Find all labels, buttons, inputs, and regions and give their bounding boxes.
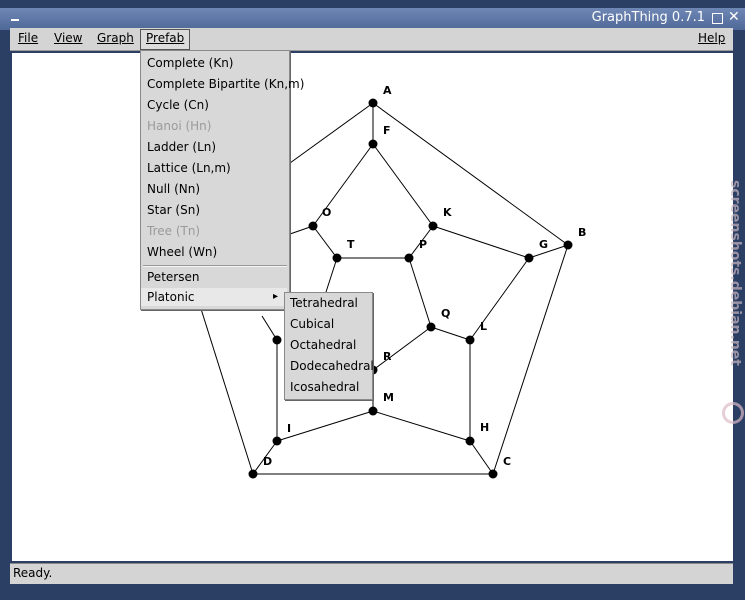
- menu-graph[interactable]: Graph: [92, 29, 139, 48]
- graph-vertices: [248, 98, 573, 479]
- menu-view[interactable]: View: [49, 29, 87, 48]
- vertex-label-r: R: [383, 350, 392, 363]
- menu-item-complete-bipartite[interactable]: Complete Bipartite (Kn,m): [147, 77, 305, 91]
- window-menu-button[interactable]: [10, 14, 20, 24]
- debian-swirl-icon: [722, 402, 744, 424]
- menu-item-star[interactable]: Star (Sn): [147, 203, 201, 217]
- menu-item-dodecahedral[interactable]: Dodecahedral: [290, 359, 374, 373]
- menu-item-platonic[interactable]: Platonic ▸: [141, 288, 287, 306]
- menu-bar: File View Graph Prefab Help: [10, 28, 733, 51]
- menu-item-complete[interactable]: Complete (Kn): [147, 56, 234, 70]
- vertex-label-l: L: [480, 320, 487, 333]
- menu-file[interactable]: File: [13, 29, 43, 48]
- menu-view-label: View: [54, 31, 83, 45]
- menu-help[interactable]: Help: [693, 29, 730, 48]
- vertex-label-k: K: [443, 206, 452, 219]
- vertex-labels: A B C D F G H I K L M O P Q R T: [263, 84, 586, 468]
- platonic-submenu: Tetrahedral Cubical Octahedral Dodecahed…: [284, 292, 374, 400]
- vertex-label-h: H: [480, 421, 489, 434]
- graph-drawing[interactable]: A B C D F G H I K L M O P Q R T: [12, 53, 733, 561]
- maximize-button[interactable]: [712, 13, 723, 24]
- vertex-label-b: B: [578, 226, 586, 239]
- window-title: GraphThing 0.7.1: [591, 10, 705, 25]
- menu-item-tetrahedral[interactable]: Tetrahedral: [290, 296, 358, 310]
- vertex-label-a: A: [383, 84, 392, 97]
- menu-item-petersen[interactable]: Petersen: [147, 270, 200, 284]
- menu-help-label: Help: [698, 31, 726, 45]
- menu-file-label: File: [18, 31, 39, 45]
- close-button[interactable]: ✕: [728, 9, 740, 25]
- menu-item-ladder[interactable]: Ladder (Ln): [147, 140, 217, 154]
- menu-item-platonic-label: Platonic: [147, 290, 195, 304]
- vertex-label-i: I: [287, 422, 291, 435]
- menu-item-tree: Tree (Tn): [147, 224, 201, 238]
- vertex-label-d: D: [263, 455, 272, 468]
- vertex-label-q: Q: [441, 307, 450, 320]
- menu-separator: [143, 265, 287, 267]
- title-bar: GraphThing 0.7.1 ✕: [0, 8, 745, 30]
- menu-prefab[interactable]: Prefab: [140, 29, 191, 50]
- vertex-label-f: F: [383, 124, 391, 137]
- status-bar: Ready.: [10, 563, 733, 584]
- vertex-label-t: T: [347, 238, 355, 251]
- watermark-text: screenshots.debian.net: [727, 180, 743, 366]
- menu-item-cycle[interactable]: Cycle (Cn): [147, 98, 209, 112]
- menu-item-octahedral[interactable]: Octahedral: [290, 338, 357, 352]
- menu-item-cubical[interactable]: Cubical: [290, 317, 335, 331]
- submenu-arrow-icon: ▸: [273, 291, 279, 302]
- vertex-label-o: O: [322, 206, 331, 219]
- menu-item-icosahedral[interactable]: Icosahedral: [290, 380, 360, 394]
- menu-prefab-label: Prefab: [146, 31, 185, 45]
- vertex-label-m: M: [383, 391, 394, 404]
- menu-item-null[interactable]: Null (Nn): [147, 182, 201, 196]
- menu-item-hanoi: Hanoi (Hn): [147, 119, 212, 133]
- menu-item-lattice[interactable]: Lattice (Ln,m): [147, 161, 231, 175]
- vertex-label-c: C: [503, 455, 511, 468]
- menu-graph-label: Graph: [97, 31, 134, 45]
- vertex-label-g: G: [539, 238, 548, 251]
- graph-edges: [184, 102, 569, 475]
- vertex-label-p: P: [419, 238, 427, 251]
- menu-item-wheel[interactable]: Wheel (Wn): [147, 245, 218, 259]
- status-text: Ready.: [13, 566, 53, 580]
- prefab-dropdown: Complete (Kn) Complete Bipartite (Kn,m) …: [140, 50, 304, 310]
